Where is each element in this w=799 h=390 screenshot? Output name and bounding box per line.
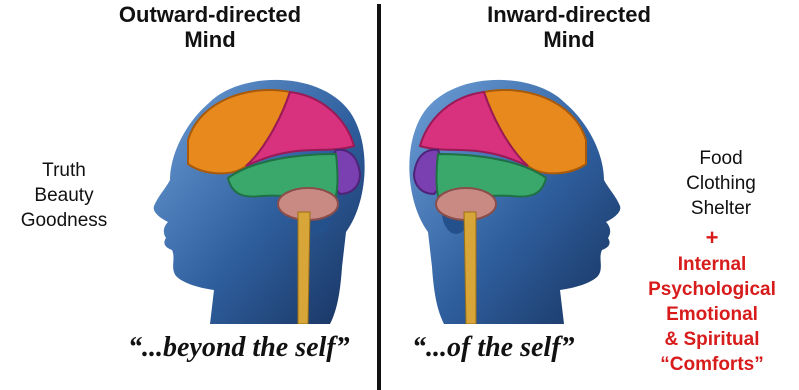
left-values-list: Truth Beauty Goodness	[0, 158, 128, 233]
internal-item-4: “Comforts”	[628, 352, 796, 377]
internal-item-3: & Spiritual	[628, 327, 796, 352]
right-internal-list: + Internal Psychological Emotional & Spi…	[628, 224, 796, 377]
internal-item-1: Psychological	[628, 277, 796, 302]
right-caption: “...of the self”	[412, 332, 575, 364]
left-value-goodness: Goodness	[0, 208, 128, 233]
plus-sign: +	[628, 224, 796, 252]
right-title: Inward-directed Mind	[454, 2, 684, 52]
right-head-brain-illustration	[404, 62, 634, 324]
left-value-beauty: Beauty	[0, 183, 128, 208]
left-value-truth: Truth	[0, 158, 128, 183]
right-value-food: Food	[648, 146, 794, 171]
left-head-brain-illustration	[140, 62, 370, 324]
center-divider	[377, 4, 381, 390]
right-values-list: Food Clothing Shelter	[648, 146, 794, 221]
internal-item-0: Internal	[628, 252, 796, 277]
spinal-cord	[298, 212, 310, 324]
internal-item-2: Emotional	[628, 302, 796, 327]
left-caption: “...beyond the self”	[128, 332, 350, 364]
right-value-shelter: Shelter	[648, 196, 794, 221]
spinal-cord	[464, 212, 476, 324]
left-title: Outward-directed Mind	[100, 2, 320, 52]
right-value-clothing: Clothing	[648, 171, 794, 196]
